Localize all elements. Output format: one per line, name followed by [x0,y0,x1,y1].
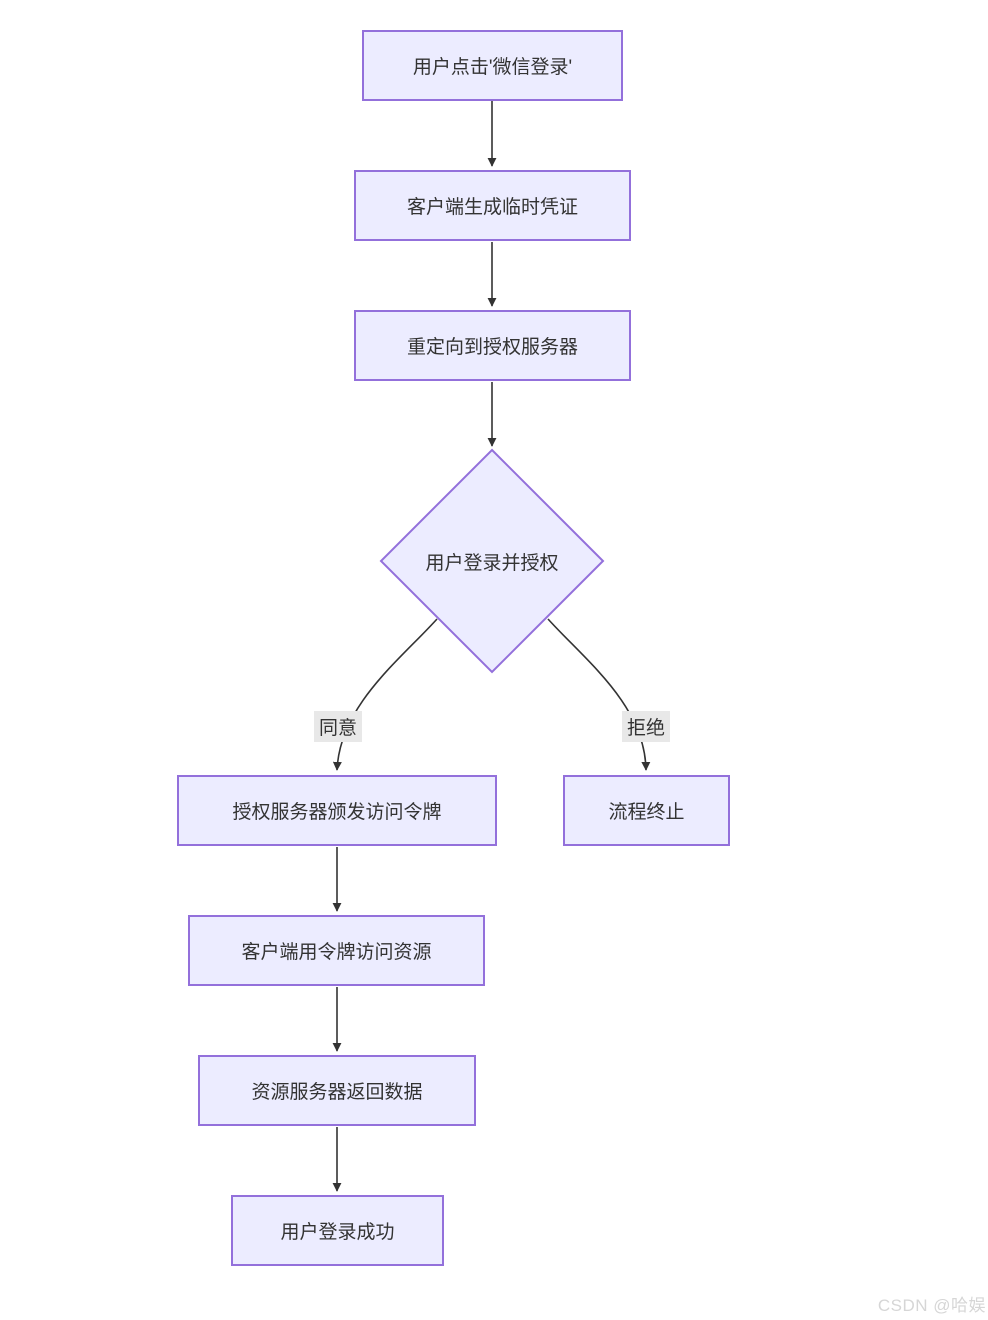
node-flow-terminated: 流程终止 [563,775,730,846]
node-auth-server-issues-access-token: 授权服务器颁发访问令牌 [177,775,497,846]
node-user-login-success: 用户登录成功 [231,1195,444,1266]
decision-diamond-shape [379,448,605,674]
edge-label-agree: 同意 [314,711,362,742]
node-user-clicks-wechat-login: 用户点击'微信登录' [362,30,623,101]
decision-user-login-authorize: 用户登录并授权 [425,552,559,574]
node-redirect-to-auth-server: 重定向到授权服务器 [354,310,631,381]
edge-decision-agree [332,618,438,771]
node-client-generates-temp-credential: 客户端生成临时凭证 [354,170,631,241]
node-client-uses-token-access-resource: 客户端用令牌访问资源 [188,915,485,986]
edge-label-refuse: 拒绝 [622,711,670,742]
node-resource-server-returns-data: 资源服务器返回数据 [198,1055,476,1126]
csdn-watermark: CSDN @哈娱 [877,1296,986,1315]
edge-decision-refuse [547,618,651,771]
